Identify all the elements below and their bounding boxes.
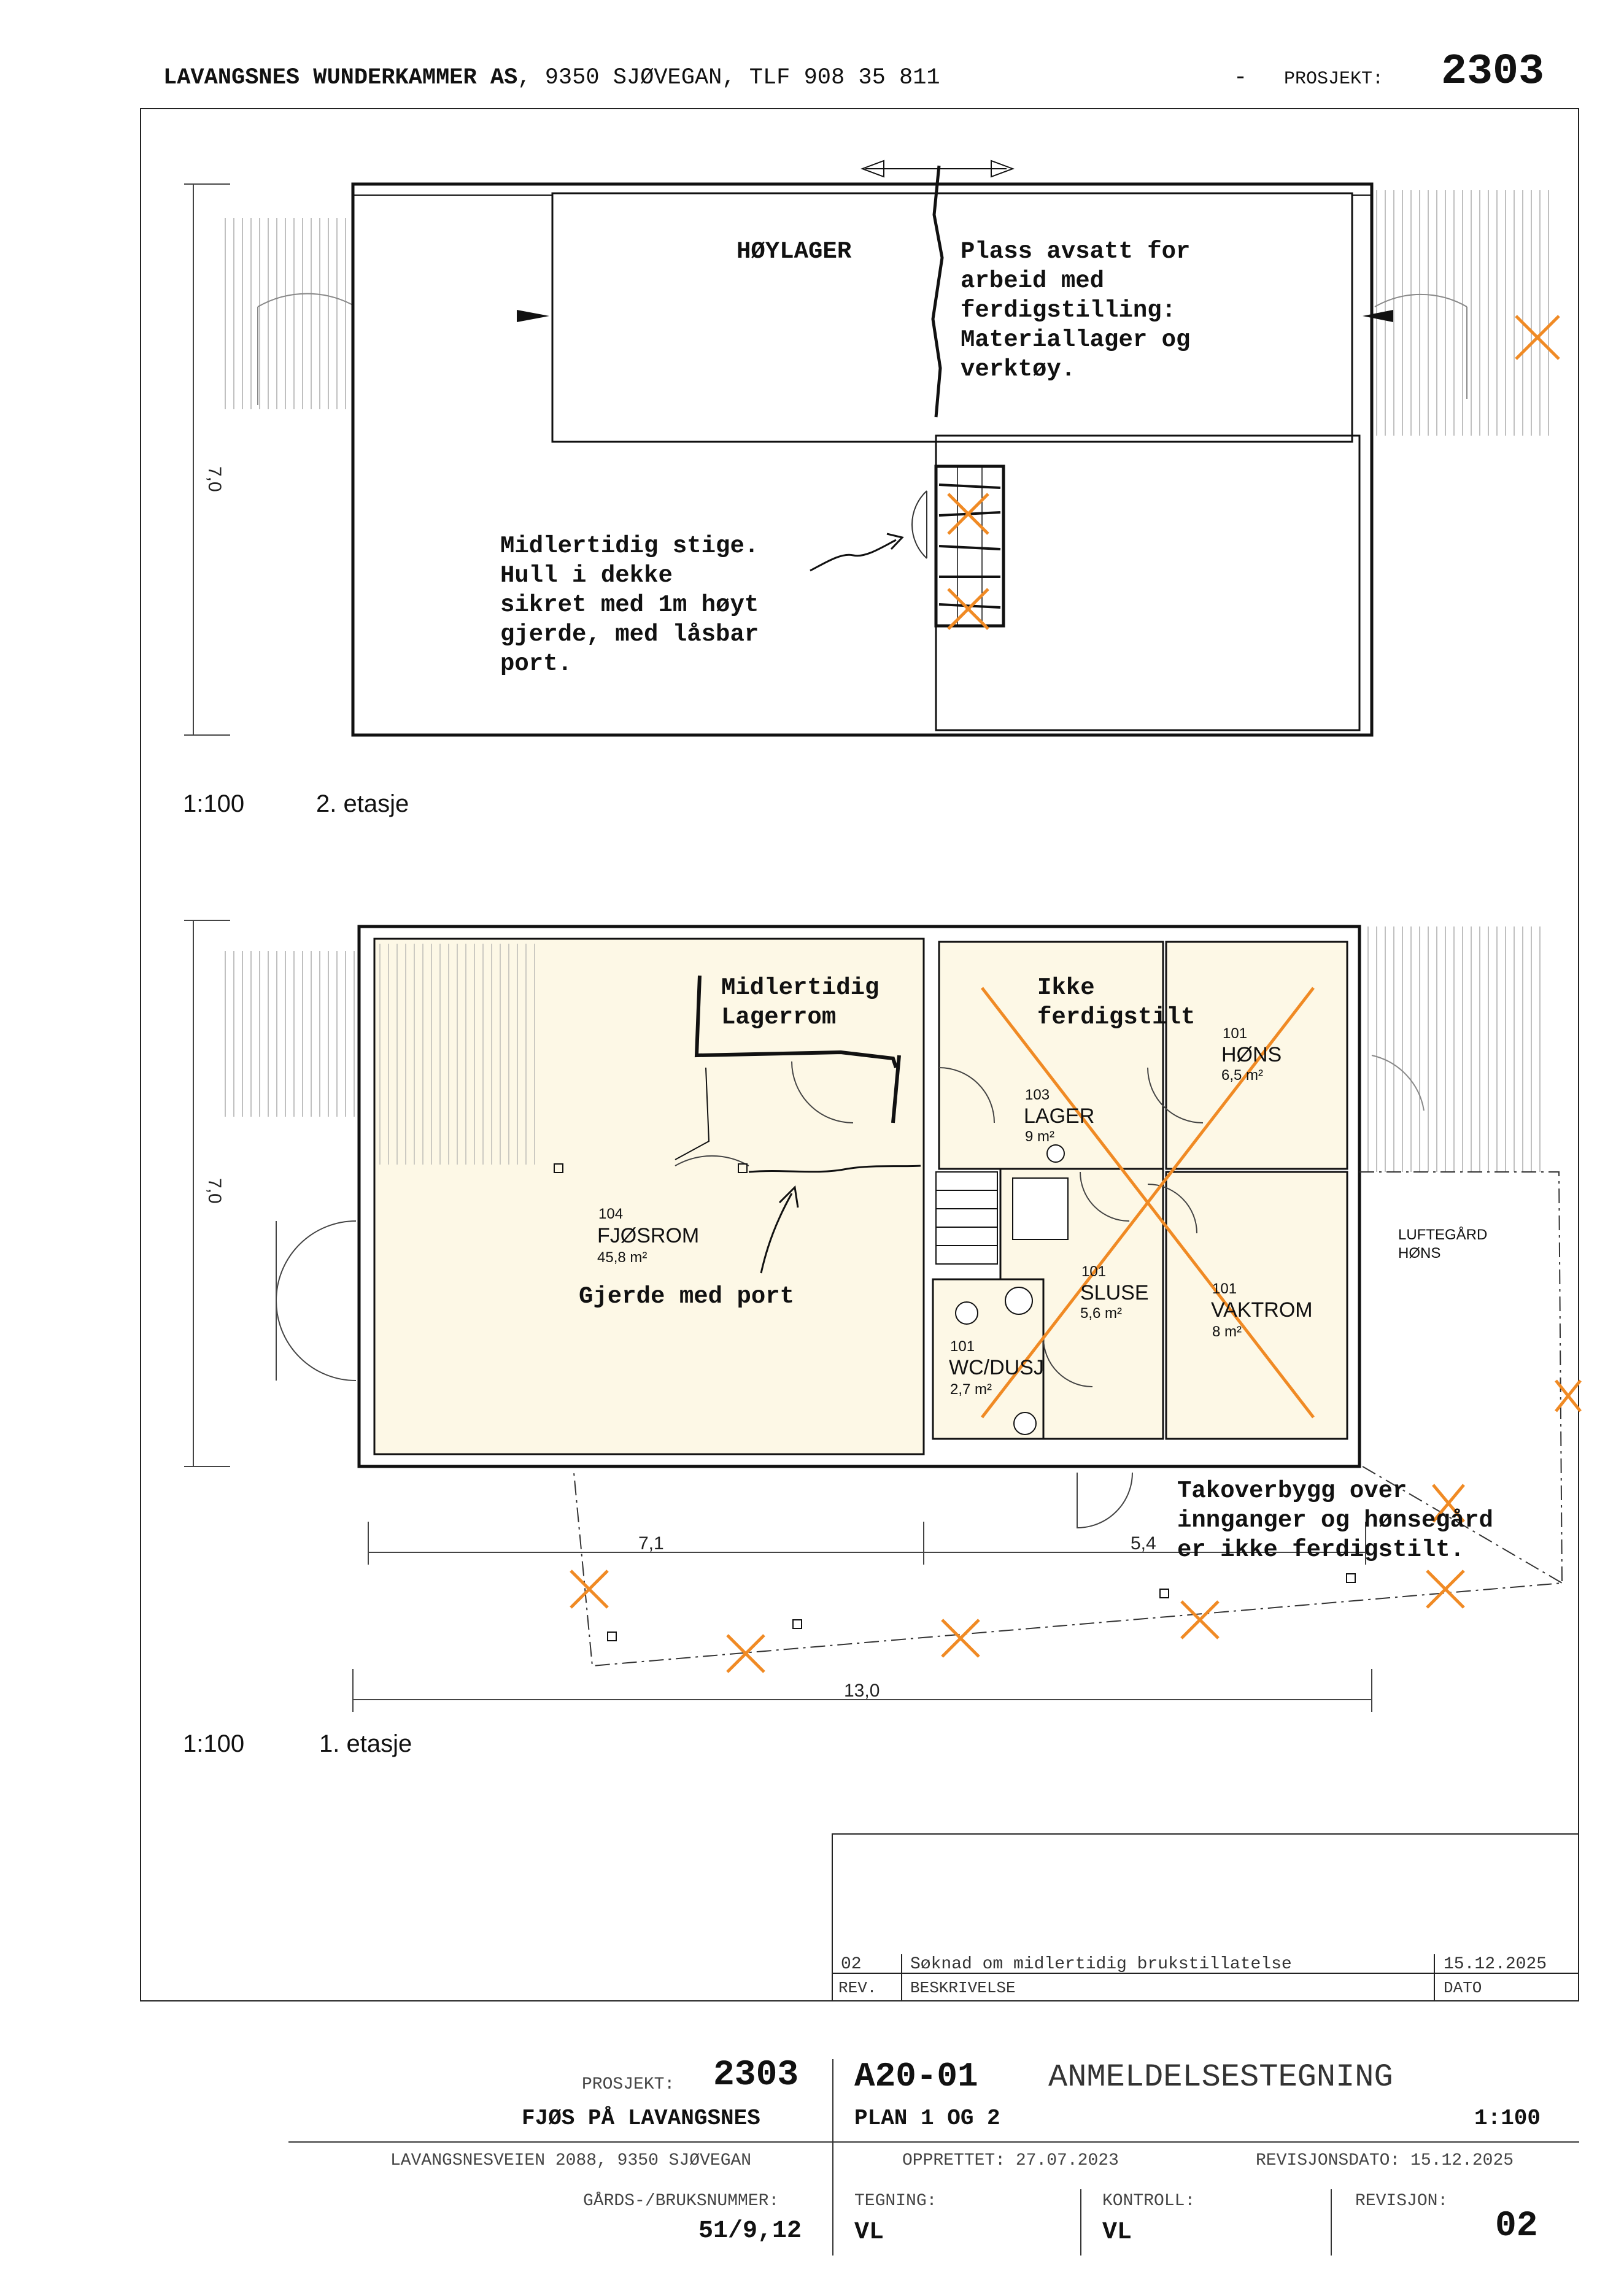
- room-sluse-id: 101: [1081, 1263, 1106, 1280]
- room-wc-area: 2,7 m²: [950, 1381, 992, 1398]
- room-103-id: 103: [1025, 1087, 1050, 1103]
- label-stige-3: gjerde, med låsbar: [500, 621, 759, 648]
- revision-table: [832, 1833, 1579, 2001]
- header-dash: -: [1234, 65, 1248, 91]
- tb-drawing-scale: 1:100: [1474, 2106, 1541, 2131]
- note-tak-0: Takoverbygg over: [1177, 1477, 1407, 1504]
- plan1-height-dim: 7,0: [204, 1178, 225, 1204]
- title-block-hline-1: [288, 2141, 1579, 2143]
- room-hons: [1165, 941, 1348, 1170]
- note-ikke-1: ferdigstilt: [1037, 1004, 1195, 1031]
- title-block-vline-3: [1331, 2189, 1332, 2256]
- room-vaktrom-id: 101: [1212, 1281, 1237, 1297]
- tb-project-label: PROSJEKT:: [582, 2075, 675, 2094]
- rev-col-divider-1: [901, 1954, 902, 2001]
- plan1-name: 1. etasje: [319, 1730, 412, 1757]
- hoylager-area: [551, 192, 1353, 443]
- rev-row-divider: [832, 1973, 1579, 1974]
- tb-kontroll-value: VL: [1102, 2219, 1132, 2246]
- tb-drawing-number: A20-01: [854, 2057, 978, 2096]
- label-plass-0: Plass avsatt for: [961, 238, 1190, 265]
- tb-gnr-value: 51/9,12: [698, 2217, 802, 2245]
- rev-header-rev: REV.: [838, 1979, 877, 1997]
- title-block-vline-1: [832, 2059, 833, 2256]
- rev-row-date: 15.12.2025: [1444, 1955, 1547, 1974]
- room-wc-id: 101: [950, 1338, 975, 1355]
- tb-revision-date: REVISJONSDATO: 15.12.2025: [1256, 2151, 1514, 2170]
- tb-tegning-value: VL: [854, 2219, 884, 2246]
- label-stige-1: Hull i dekke: [500, 562, 673, 589]
- tb-gnr-label: GÅRDS-/BRUKSNUMMER:: [583, 2192, 779, 2211]
- tb-revisjon-label: REVISJON:: [1355, 2192, 1448, 2211]
- note-tak-2: er ikke ferdigstilt.: [1177, 1536, 1464, 1563]
- label-hoylager: HØYLAGER: [737, 238, 852, 265]
- tb-created: OPPRETTET: 27.07.2023: [902, 2151, 1119, 2170]
- header-project-number: 2303: [1441, 48, 1545, 96]
- dim-left: 7,1: [638, 1533, 664, 1554]
- room-vaktrom: [1165, 1171, 1348, 1440]
- label-stige-2: sikret med 1m høyt: [500, 591, 759, 618]
- label-plass-1: arbeid med: [961, 268, 1104, 295]
- plan2-name: 2. etasje: [316, 790, 409, 817]
- tb-drawing-title: PLAN 1 OG 2: [854, 2106, 1000, 2131]
- note-lagerrom-1: Lagerrom: [721, 1004, 836, 1031]
- room-vaktrom-area: 8 m²: [1212, 1323, 1242, 1340]
- plan2-scale: 1:100: [183, 790, 245, 817]
- rev-header-description: BESKRIVELSE: [910, 1979, 1016, 1997]
- rev-row-rev: 02: [841, 1955, 862, 1974]
- tb-tegning-label: TEGNING:: [854, 2192, 937, 2211]
- company-name: LAVANGSNES WUNDERKAMMER AS: [163, 65, 518, 91]
- tb-project-name: FJØS PÅ LAVANGSNES: [522, 2106, 760, 2131]
- plan-1-drawing: 7,0: [184, 920, 1582, 1712]
- marker-x: [570, 987, 1582, 1673]
- tb-kontroll-label: KONTROLL:: [1102, 2192, 1196, 2211]
- room-103-name: LAGER: [1024, 1104, 1094, 1128]
- note-ikke-0: Ikke: [1037, 974, 1095, 1001]
- note-tak-1: innganger og hønsegård: [1177, 1507, 1493, 1534]
- room-hons-id: 101: [1223, 1025, 1247, 1042]
- plan-2-drawing: 7,0 HØYLAGER Plass avsatt for arbeid med…: [184, 160, 1560, 737]
- note-lagerrom-0: Midlertidig: [721, 974, 879, 1001]
- label-plass-2: ferdigstilling:: [961, 297, 1176, 324]
- deck-right: [1369, 190, 1550, 436]
- luftegard-0: LUFTEGÅRD: [1398, 1226, 1487, 1243]
- room-104-area: 45,8 m²: [597, 1249, 647, 1266]
- tb-drawing-type: ANMELDELSESTEGNING: [1048, 2059, 1393, 2095]
- dim-total: 13,0: [844, 1681, 880, 1701]
- tb-project-number: 2303: [713, 2055, 799, 2095]
- label-stige-4: port.: [500, 650, 572, 677]
- dim-right: 5,4: [1131, 1533, 1156, 1554]
- room-vaktrom-name: VAKTROM: [1211, 1298, 1313, 1322]
- room-sluse-name: SLUSE: [1080, 1281, 1149, 1304]
- drawing-frame: [140, 108, 1579, 2001]
- tb-revisjon-value: 02: [1495, 2206, 1538, 2246]
- note-gjerde: Gjerde med port: [579, 1283, 794, 1310]
- rev-col-divider-2: [1434, 1954, 1435, 2001]
- room-hons-name: HØNS: [1221, 1043, 1282, 1066]
- plan1-scale: 1:100: [183, 1730, 245, 1757]
- plan2-height-dim: 7,0: [204, 466, 225, 492]
- title-block-vline-2: [1080, 2189, 1081, 2256]
- label-stige-0: Midlertidig stige.: [500, 533, 759, 560]
- header-project-label: PROSJEKT:: [1284, 69, 1384, 90]
- company-address: , 9350 SJØVEGAN, TLF 908 35 811: [517, 65, 940, 91]
- room-lager: [938, 941, 1164, 1170]
- rev-header-date: DATO: [1444, 1979, 1482, 1997]
- marker-x: [947, 315, 1560, 630]
- tb-address: LAVANGSNESVEIEN 2088, 9350 SJØVEGAN: [390, 2151, 752, 2170]
- room-103-area: 9 m²: [1025, 1128, 1054, 1145]
- room-104-id: 104: [598, 1206, 623, 1222]
- room-wc-name: WC/DUSJ: [949, 1356, 1044, 1379]
- label-plass-3: Materiallager og: [961, 326, 1190, 353]
- room-104-name: FJØSROM: [597, 1224, 699, 1247]
- deck-left: [218, 218, 357, 409]
- rev-row-description: Søknad om midlertidig brukstillatelse: [910, 1955, 1292, 1974]
- header: LAVANGSNES WUNDERKAMMER AS, 9350 SJØVEGA…: [163, 65, 940, 91]
- label-plass-4: verktøy.: [961, 356, 1075, 383]
- room-sluse-area: 5,6 m²: [1080, 1305, 1122, 1322]
- room-hons-area: 6,5 m²: [1221, 1067, 1263, 1084]
- luftegard-1: HØNS: [1398, 1245, 1440, 1262]
